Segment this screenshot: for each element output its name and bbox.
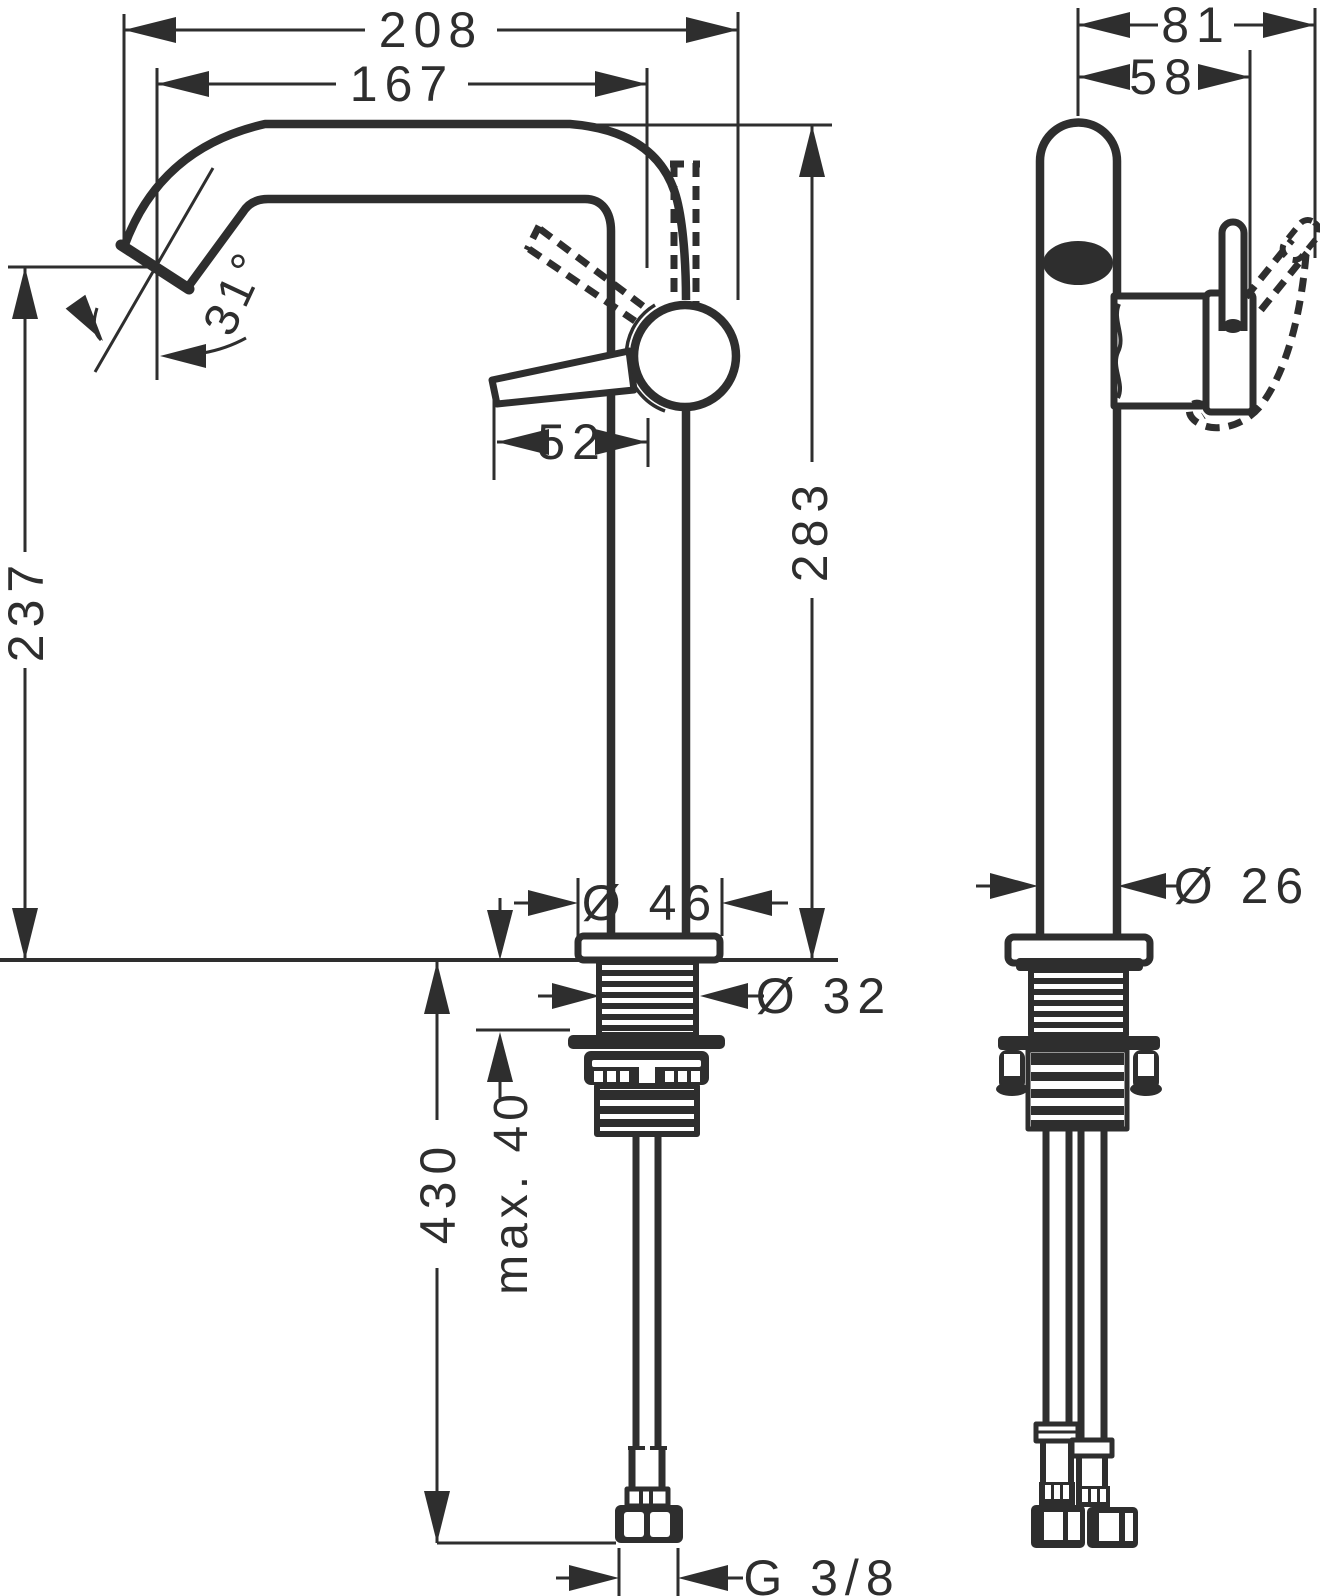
label-spout-reach: 167 bbox=[350, 56, 454, 112]
handle-dashed-swing-arc bbox=[1185, 254, 1310, 432]
label-base-diameter: Ø 46 bbox=[582, 875, 718, 931]
hose-end-left bbox=[1031, 1421, 1085, 1548]
label-height-spout-top: 283 bbox=[782, 478, 838, 582]
pin-socket bbox=[1223, 319, 1243, 333]
break-line bbox=[1114, 303, 1123, 399]
side-view bbox=[996, 118, 1320, 1548]
label-connection-thread: G 3/8 bbox=[743, 1550, 900, 1596]
supply-hoses bbox=[1042, 1129, 1108, 1440]
base-flange bbox=[574, 932, 724, 964]
mounting-nut-side bbox=[996, 1036, 1162, 1096]
dim-spout-reach bbox=[157, 68, 649, 268]
spout-inner-edge bbox=[184, 194, 616, 936]
label-overall-depth: 81 bbox=[1161, 0, 1231, 53]
spout-outlet-opening bbox=[1043, 241, 1113, 285]
dim-height-spout-top bbox=[578, 123, 832, 960]
spout-outer-edge bbox=[119, 119, 691, 301]
threaded-shank-side bbox=[1028, 967, 1129, 1038]
dim-connection-thread bbox=[556, 1548, 743, 1596]
dim-max-counter-thickness bbox=[476, 898, 570, 1098]
dim-spout-angle bbox=[65, 68, 247, 380]
handle-knob bbox=[629, 300, 741, 412]
label-max-counter-thickness: max. 40 bbox=[485, 1089, 538, 1295]
outlet-pipe bbox=[624, 1134, 671, 1509]
nut-thread-block-side bbox=[1025, 1047, 1130, 1132]
dim-handle-depth bbox=[1078, 50, 1252, 293]
dim-lever-length bbox=[492, 396, 650, 480]
threaded-shank bbox=[596, 959, 699, 1038]
label-overall-reach: 208 bbox=[379, 2, 483, 58]
label-height-outlet: 237 bbox=[0, 558, 54, 662]
hose-end-right bbox=[1069, 1437, 1138, 1548]
pipe-connection-nut bbox=[615, 1505, 683, 1543]
handle-housing-block bbox=[1110, 292, 1212, 410]
handle-dashed-vertical-position bbox=[670, 160, 700, 305]
dim-height-outlet bbox=[8, 265, 160, 960]
dim-hose-length bbox=[424, 962, 616, 1545]
label-shank-diameter: Ø 32 bbox=[756, 968, 892, 1024]
handle-pin bbox=[1218, 218, 1248, 331]
drain-thread-block bbox=[594, 1083, 700, 1137]
dim-body-diameter bbox=[976, 873, 1180, 899]
front-view bbox=[0, 119, 838, 1543]
dim-overall-depth bbox=[1076, 8, 1317, 258]
dim-base-diameter bbox=[514, 878, 788, 936]
label-handle-depth: 58 bbox=[1129, 49, 1199, 105]
label-body-diameter: Ø 26 bbox=[1174, 858, 1310, 914]
dimensions bbox=[8, 8, 1317, 1596]
handle-dashed-raised-position bbox=[1243, 237, 1310, 313]
body-capsule bbox=[1035, 118, 1122, 936]
dim-overall-reach bbox=[122, 12, 740, 300]
label-lever-length: 52 bbox=[537, 414, 607, 470]
dim-shank-diameter bbox=[538, 983, 764, 1009]
label-hose-length: 430 bbox=[410, 1140, 466, 1244]
handle-dashed-diagonal-position bbox=[523, 224, 646, 324]
